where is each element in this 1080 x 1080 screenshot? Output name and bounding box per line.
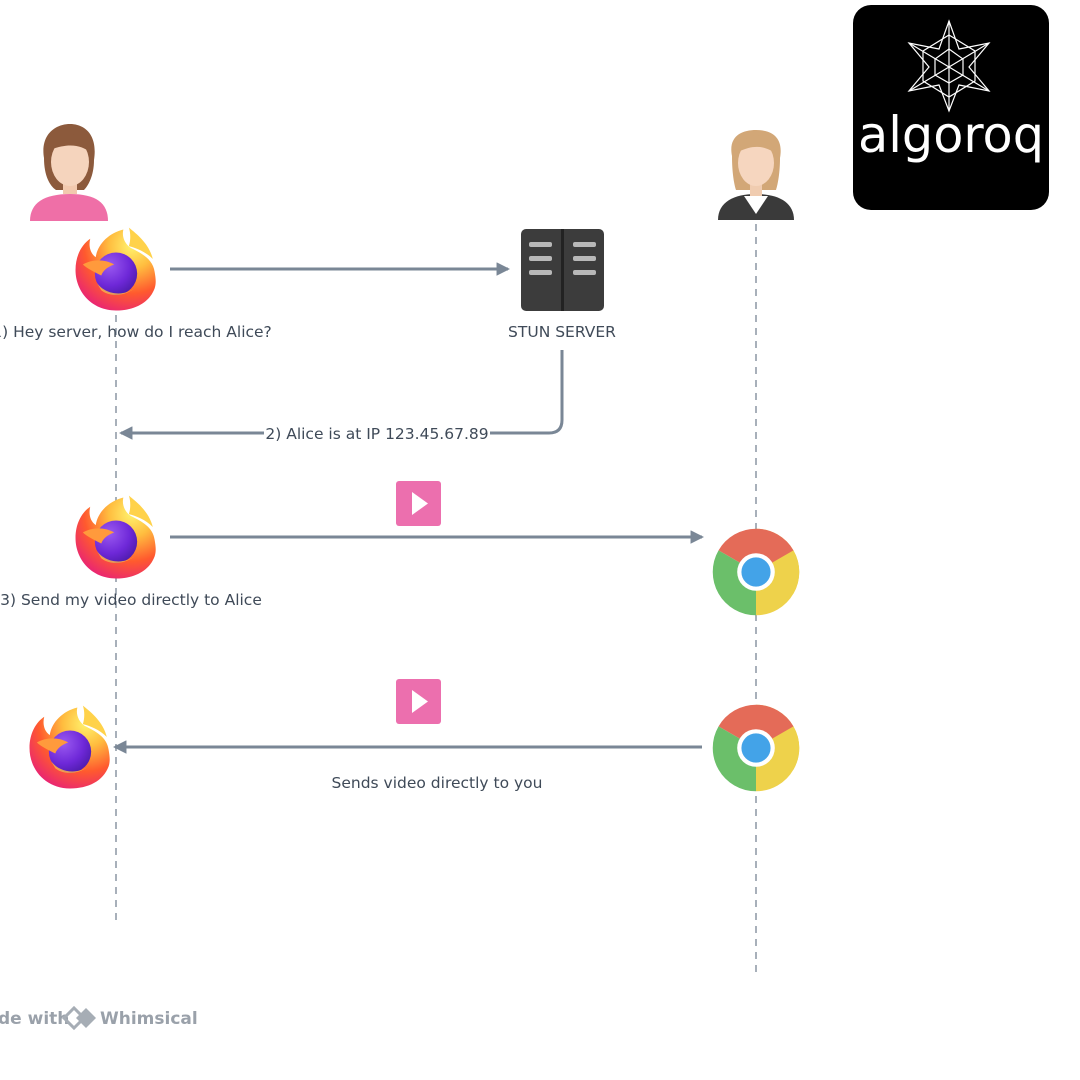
stun-server-label: STUN SERVER (508, 323, 616, 341)
star-polygon-icon (907, 19, 991, 113)
whimsical-logo-icon (61, 1005, 96, 1031)
chrome-icon (712, 704, 800, 792)
firefox-icon (75, 227, 156, 311)
algoroq-logo: algoroq (853, 5, 1049, 210)
play-icon (396, 679, 441, 724)
logo-wordmark: algoroq (858, 106, 1044, 164)
woman-with-brown-hair-icon (30, 124, 108, 221)
firefox-icon (75, 495, 156, 579)
server-rack-icon (521, 229, 604, 311)
step-1-label: 1) Hey server, how do I reach Alice? (0, 323, 272, 341)
watermark-brand: Whimsical (100, 1009, 198, 1029)
firefox-icon (29, 705, 110, 789)
watermark-made-with: de with (0, 1009, 69, 1029)
chrome-icon (712, 528, 800, 616)
play-icon (396, 481, 441, 526)
step-4-label: Sends video directly to you (332, 774, 543, 792)
whimsical-watermark: de with Whimsical (0, 1005, 198, 1031)
arrow-server-response (118, 350, 564, 440)
woman-in-suit-icon (718, 130, 794, 220)
step-3-label: 3) Send my video directly to Alice (0, 591, 262, 609)
step-2-label: 2) Alice is at IP 123.45.67.89 (265, 425, 488, 443)
